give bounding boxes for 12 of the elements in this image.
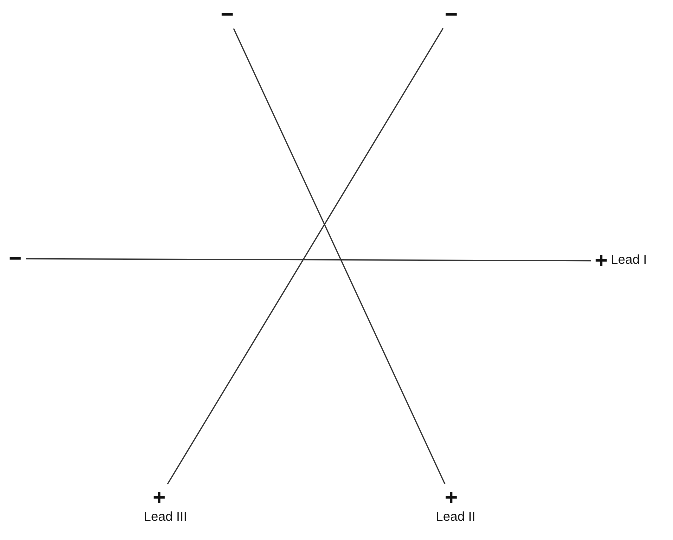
polarity-sign: − [8, 248, 23, 270]
polarity-sign: + [594, 250, 609, 272]
polarity-sign: − [444, 4, 459, 26]
lead-axis-line [167, 28, 444, 485]
lead-axis-line [233, 28, 446, 485]
lead-label: Lead III [144, 510, 188, 523]
lead-axis-line [26, 258, 591, 262]
lead-label: Lead II [436, 510, 476, 523]
polarity-sign: − [220, 4, 235, 26]
polarity-sign: + [152, 487, 167, 509]
polarity-sign: + [444, 487, 459, 509]
lead-label: Lead I [611, 253, 648, 266]
